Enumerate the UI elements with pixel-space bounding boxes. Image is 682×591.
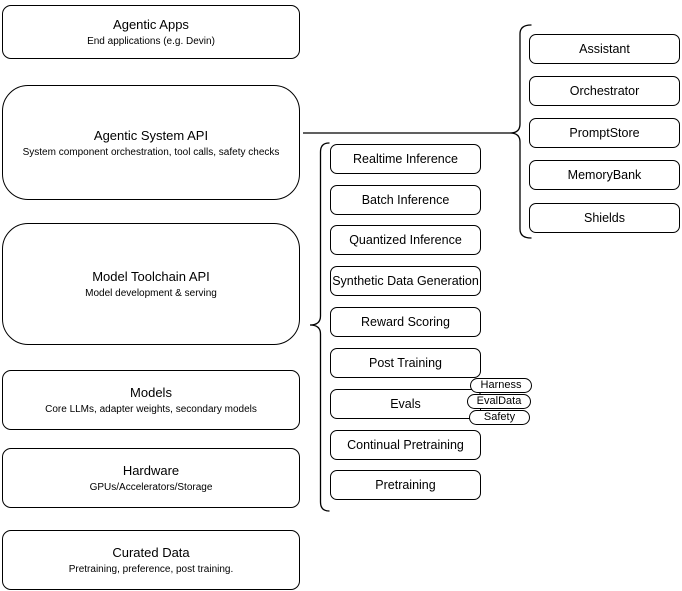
node-realtime-inference: Realtime Inference	[330, 144, 481, 174]
node-label: Reward Scoring	[361, 315, 450, 329]
node-batch-inference: Batch Inference	[330, 185, 481, 215]
node-orchestrator: Orchestrator	[529, 76, 680, 106]
node-model-toolchain-api: Model Toolchain API Model development & …	[2, 223, 300, 345]
tag-label: EvalData	[476, 395, 522, 407]
node-subtitle: GPUs/Accelerators/Storage	[89, 482, 213, 493]
node-label: PromptStore	[569, 126, 640, 140]
node-reward-scoring: Reward Scoring	[330, 307, 481, 337]
node-post-training: Post Training	[330, 348, 481, 378]
node-continual-pretraining: Continual Pretraining	[330, 430, 481, 460]
node-agentic-system-api: Agentic System API System component orch…	[2, 85, 300, 200]
node-subtitle: System component orchestration, tool cal…	[22, 146, 280, 158]
node-label: Synthetic Data Generation	[332, 274, 479, 288]
tag-label: Safety	[483, 411, 516, 423]
node-subtitle: Core LLMs, adapter weights, secondary mo…	[45, 404, 257, 415]
node-title: Curated Data	[112, 545, 190, 560]
node-label: Evals	[390, 397, 421, 411]
node-pretraining: Pretraining	[330, 470, 481, 500]
tag-safety: Safety	[469, 410, 530, 425]
middle-group-brace	[309, 142, 330, 512]
tag-label: Harness	[480, 379, 522, 391]
node-title: Agentic Apps	[113, 17, 189, 32]
node-title: Models	[130, 385, 172, 400]
node-subtitle: End applications (e.g. Devin)	[87, 36, 215, 47]
node-title: Hardware	[122, 463, 180, 478]
node-subtitle: Model development & serving	[85, 288, 217, 299]
node-agentic-apps: Agentic Apps End applications (e.g. Devi…	[2, 5, 300, 59]
node-shields: Shields	[529, 203, 680, 233]
right-group-brace	[509, 24, 532, 239]
node-promptstore: PromptStore	[529, 118, 680, 148]
node-subtitle: Pretraining, preference, post training.	[68, 564, 234, 575]
node-quantized-inference: Quantized Inference	[330, 225, 481, 255]
tag-harness: Harness	[470, 378, 532, 393]
node-curated-data: Curated Data Pretraining, preference, po…	[2, 530, 300, 590]
node-label: Assistant	[579, 42, 630, 56]
node-models: Models Core LLMs, adapter weights, secon…	[2, 370, 300, 430]
node-label: Orchestrator	[569, 84, 640, 98]
node-label: Batch Inference	[361, 193, 450, 207]
node-label: Pretraining	[375, 478, 436, 492]
tag-evaldata: EvalData	[467, 394, 531, 409]
node-title: Agentic System API	[93, 127, 209, 143]
node-synthetic-data-generation: Synthetic Data Generation	[330, 266, 481, 296]
node-label: MemoryBank	[567, 168, 642, 182]
node-hardware: Hardware GPUs/Accelerators/Storage	[2, 448, 300, 508]
node-assistant: Assistant	[529, 34, 680, 64]
node-title: Model Toolchain API	[92, 269, 210, 284]
node-label: Shields	[584, 211, 625, 225]
node-label: Continual Pretraining	[347, 438, 464, 452]
node-memorybank: MemoryBank	[529, 160, 680, 190]
node-label: Realtime Inference	[353, 152, 458, 166]
node-label: Quantized Inference	[349, 233, 462, 247]
node-label: Post Training	[369, 356, 442, 370]
node-evals: Evals	[330, 389, 481, 419]
